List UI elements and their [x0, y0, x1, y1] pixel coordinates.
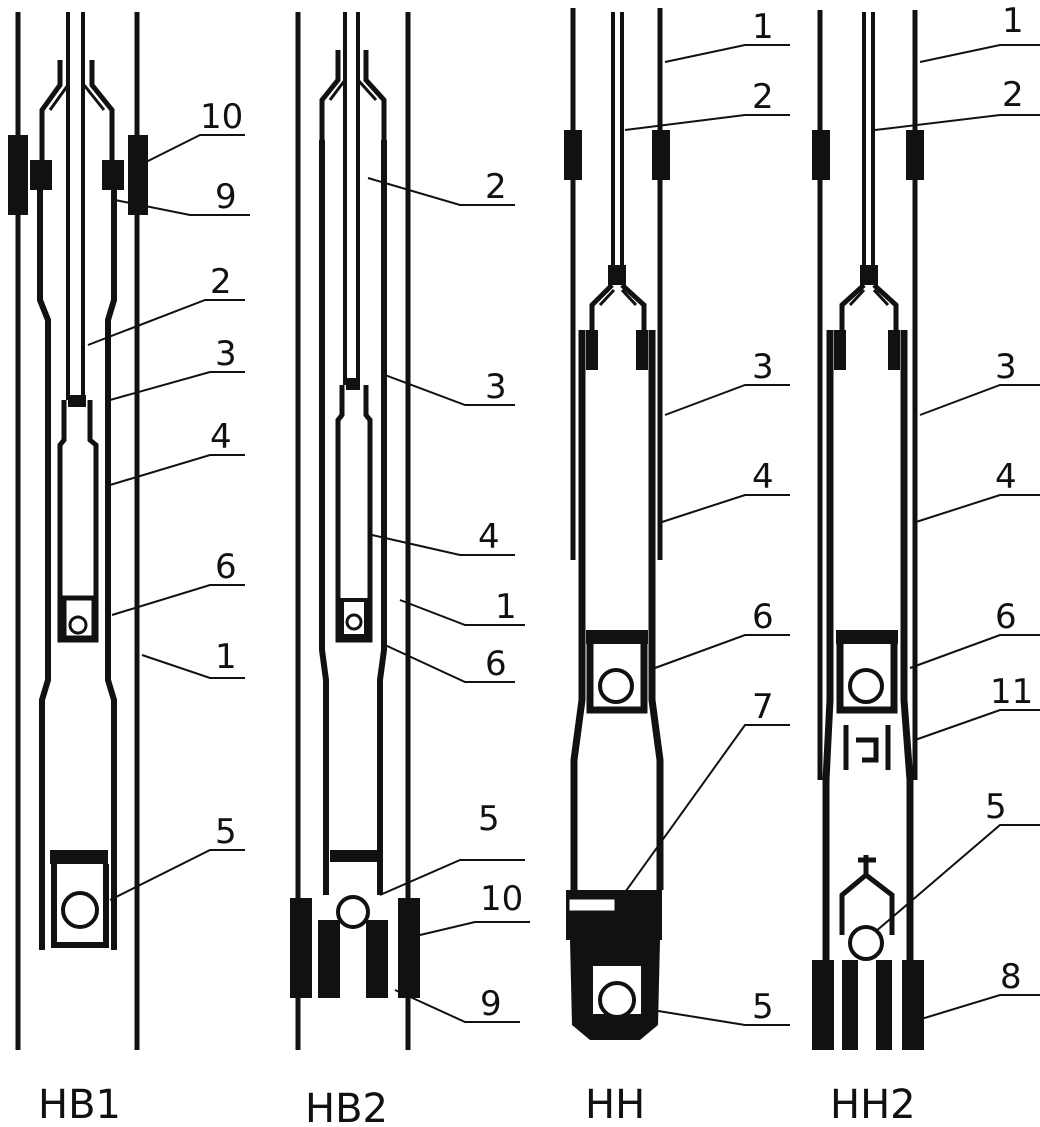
callout-hb1-10: 10 [200, 97, 243, 137]
callout-hb2-3: 3 [485, 367, 507, 407]
caption-hb1: HB1 [38, 1082, 121, 1127]
callout-hb2-9: 9 [480, 984, 502, 1024]
diagram-hb2: 2 3 4 1 6 5 10 9 HB2 [290, 12, 530, 1127]
callout-hb1-4: 4 [210, 417, 232, 457]
callout-hh2-5: 5 [985, 787, 1007, 827]
callout-hb2-10: 10 [480, 879, 523, 919]
diagram-hh: 1 2 3 4 6 7 5 HH [564, 7, 790, 1127]
callout-hb1-2: 2 [210, 262, 232, 302]
callout-hb2-4: 4 [478, 517, 500, 557]
callout-hb1-5: 5 [215, 812, 237, 852]
callout-hh-3: 3 [752, 347, 774, 387]
callout-hb1-6: 6 [215, 547, 237, 587]
caption-hh2: HH2 [830, 1082, 916, 1127]
callout-hh-2: 2 [752, 77, 774, 117]
callout-hb1-1: 1 [215, 637, 237, 677]
diagram-hb1: 10 9 2 3 4 6 1 5 HB1 [8, 12, 250, 1127]
callout-hh2-1: 1 [1002, 1, 1024, 41]
callout-hh2-6: 6 [995, 597, 1017, 637]
callout-hb2-1: 1 [495, 587, 517, 627]
callout-hh-4: 4 [752, 457, 774, 497]
callout-hb2-5: 5 [478, 799, 500, 839]
callout-hb2-2: 2 [485, 167, 507, 207]
callout-hh2-2: 2 [1002, 75, 1024, 115]
callout-hh-1: 1 [752, 7, 774, 47]
caption-hb2: HB2 [305, 1086, 388, 1127]
callout-hb2-6: 6 [485, 644, 507, 684]
callout-hh2-4: 4 [995, 457, 1017, 497]
callout-hh2-3: 3 [995, 347, 1017, 387]
callout-hh2-8: 8 [1000, 957, 1022, 997]
callout-hb1-9: 9 [215, 177, 237, 217]
callout-hh-6: 6 [752, 597, 774, 637]
caption-hh: HH [585, 1082, 645, 1127]
callout-hb1-3: 3 [215, 334, 237, 374]
callout-hh-5: 5 [752, 987, 774, 1027]
diagram-hh2: 1 2 3 4 6 11 5 8 HH2 [812, 1, 1040, 1127]
callout-hh2-11: 11 [990, 672, 1033, 712]
callout-hh-7: 7 [752, 687, 774, 727]
